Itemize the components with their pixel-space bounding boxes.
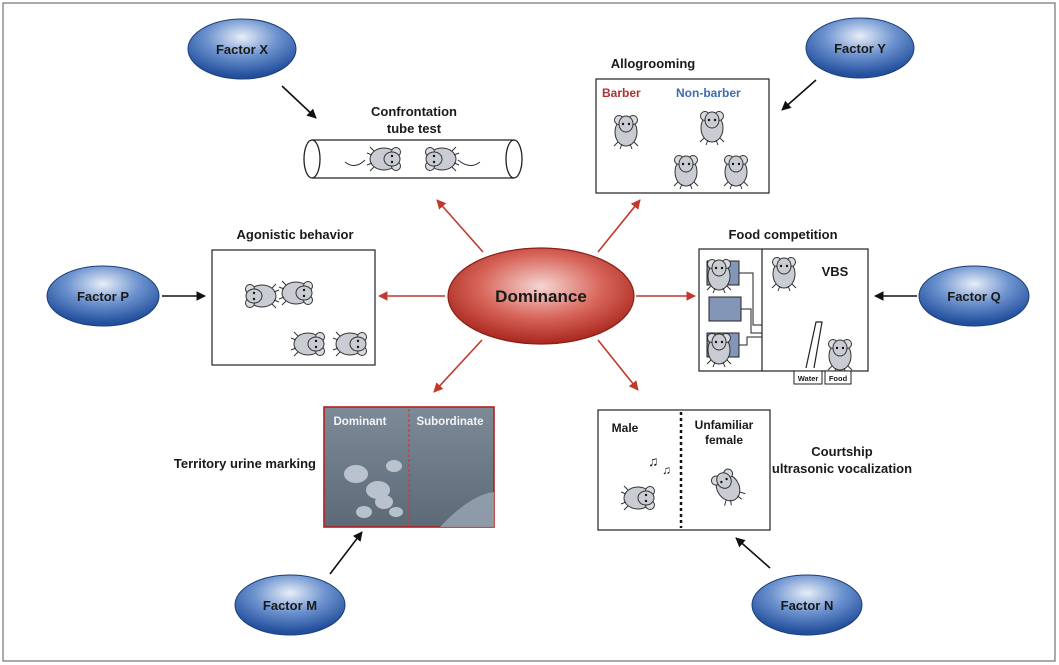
female-label-1: Unfamiliar xyxy=(695,418,754,432)
factor-x-label: Factor X xyxy=(216,42,268,57)
red-arrows xyxy=(378,199,696,393)
urine-spots xyxy=(344,460,403,518)
non-barber-label: Non-barber xyxy=(676,86,741,100)
food-competition-panel: Food competition VBS Water Food xyxy=(698,227,869,385)
food-title: Food competition xyxy=(728,227,837,242)
urine-title: Territory urine marking xyxy=(174,456,316,471)
center-label: Dominance xyxy=(495,287,587,306)
arrow-factor-y xyxy=(781,79,817,111)
arrow-factor-x xyxy=(281,85,317,119)
factor-q: Factor Q xyxy=(918,265,1030,327)
factor-q-label: Factor Q xyxy=(947,289,1000,304)
arrow-to-urine xyxy=(433,339,483,393)
courtship-panel: Male Unfamiliar female ♫ ♫ Courtship ult… xyxy=(597,409,912,531)
urine-marking-panel: Territory urine marking Dominant Subordi… xyxy=(174,406,495,528)
dominant-label: Dominant xyxy=(333,416,386,428)
vbs-label: VBS xyxy=(822,264,849,279)
agonistic-title: Agonistic behavior xyxy=(236,227,353,242)
agonistic-panel: Agonistic behavior xyxy=(211,227,376,366)
tube-test-panel: Confrontation tube test xyxy=(303,104,523,179)
courtship-title-2: ultrasonic vocalization xyxy=(772,461,912,476)
music-note-icon: ♫ xyxy=(648,453,659,469)
factor-x: Factor X xyxy=(187,18,297,80)
arrow-to-allogrooming xyxy=(597,199,641,253)
tube-test-title-2: tube test xyxy=(387,121,442,136)
male-label: Male xyxy=(612,421,639,435)
black-arrows xyxy=(162,79,917,575)
water-label: Water xyxy=(798,374,819,383)
arrow-to-courtship xyxy=(597,339,639,391)
factor-m-label: Factor M xyxy=(263,598,317,613)
factor-p: Factor P xyxy=(46,265,160,327)
factor-m: Factor M xyxy=(234,574,346,636)
factor-n-label: Factor N xyxy=(781,598,834,613)
food-label: Food xyxy=(829,374,848,383)
factor-p-label: Factor P xyxy=(77,289,129,304)
courtship-title-1: Courtship xyxy=(811,444,872,459)
allogrooming-title: Allogrooming xyxy=(611,56,696,71)
arrow-factor-n xyxy=(735,537,771,569)
factor-n: Factor N xyxy=(751,574,863,636)
arrow-factor-m xyxy=(329,531,363,575)
factor-y: Factor Y xyxy=(805,17,915,79)
subordinate-label: Subordinate xyxy=(416,416,483,428)
tube-test-title-1: Confrontation xyxy=(371,104,457,119)
female-label-2: female xyxy=(705,433,743,447)
allogrooming-panel: Allogrooming Barber Non-barber xyxy=(595,56,770,194)
center-node: Dominance xyxy=(447,247,635,345)
tube-illustration xyxy=(303,139,523,179)
music-note-icon: ♫ xyxy=(662,463,671,477)
factor-y-label: Factor Y xyxy=(834,41,886,56)
arrow-to-tube-test xyxy=(436,199,484,253)
barber-label: Barber xyxy=(602,86,641,100)
